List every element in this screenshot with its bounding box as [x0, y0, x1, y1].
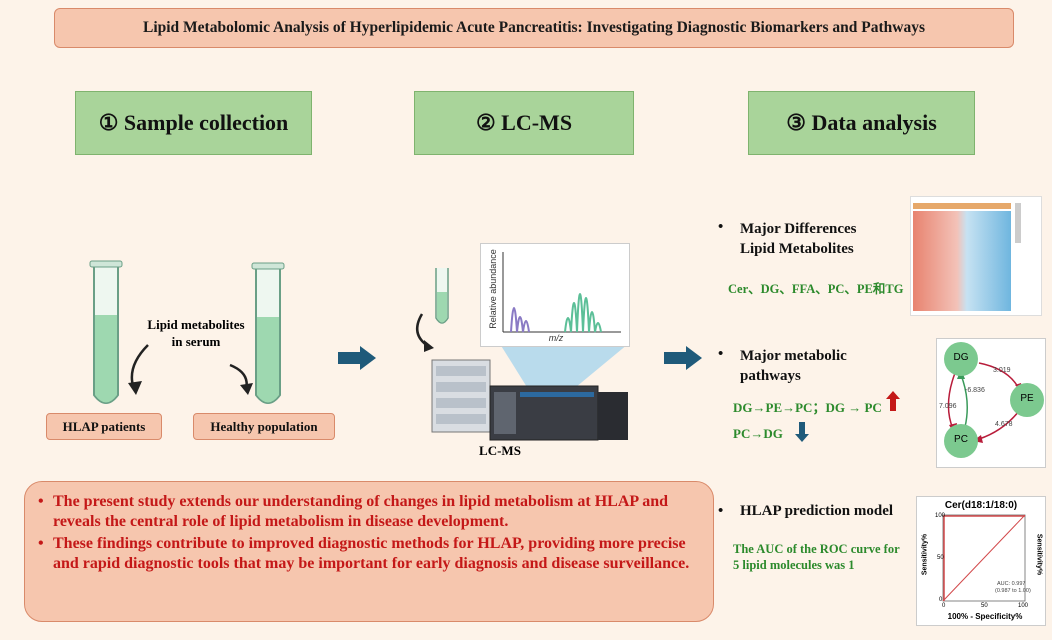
roc-title: Cer(d18:1/18:0) [944, 500, 1018, 511]
up-arrow-icon [886, 391, 900, 411]
network-node [944, 424, 978, 458]
down-arrow-icon [795, 422, 809, 442]
roc-panel: Cer(d18:1/18:0) Sensitivity% Sensitivity… [916, 496, 1046, 626]
auc-text-line2: 5 lipid molecules was 1 [733, 558, 855, 572]
pathways-title-line2: pathways [740, 368, 801, 384]
test-tube-icon [89, 260, 123, 404]
roc-ytick: 50 [937, 555, 944, 561]
conclusion-item: The present study extends our understand… [38, 492, 703, 532]
auc-text-line1: The AUC of the ROC curve for [733, 542, 900, 556]
sample-label-line1: Lipid metabolites [147, 317, 245, 332]
differences-title-line1: Major Differences [740, 221, 857, 237]
lcms-graphic [415, 268, 628, 441]
network-node [1010, 383, 1044, 417]
differences-title-line2: Lipid Metabolites [740, 241, 854, 257]
mass-spectrum-panel: Relative abundance m/z [480, 243, 630, 347]
pathway-up: DG→PE→PC；DG → PC [733, 400, 882, 415]
edge-label: -6.836 [965, 387, 985, 394]
roc-xtick: 100 [1018, 603, 1029, 609]
roc-auc: AUC: 0.997 [997, 581, 1026, 587]
hlap-patients-label: HLAP patients [46, 413, 162, 440]
step-data-analysis: ③ Data analysis [748, 91, 975, 155]
roc-chart [942, 514, 1026, 602]
conclusion-box: The present study extends our understand… [24, 481, 714, 622]
auc-text: The AUC of the ROC curve for 5 lipid mol… [733, 541, 900, 573]
mass-spectrum-chart [502, 252, 621, 333]
pathway-network-panel: DG PE PC 3.019 -6.836 7.096 4.678 [936, 338, 1046, 468]
network-node [944, 342, 978, 376]
lcms-label: LC-MS [479, 443, 521, 458]
roc-xlabel: 100% - Specificity% [947, 612, 1023, 621]
roc-xtick: 50 [981, 603, 988, 609]
heatmap-panel [910, 196, 1042, 316]
edge-label: 7.096 [939, 403, 957, 410]
sample-tubes-graphic [89, 260, 285, 404]
lc-ms-instrument-icon [431, 359, 628, 441]
edge-label: 4.678 [995, 421, 1013, 428]
roc-ytick: 100 [935, 513, 946, 519]
step-sample-collection: ① Sample collection [75, 91, 312, 155]
step-lc-ms: ② LC-MS [414, 91, 634, 155]
pathways-title: Major metabolic pathways [740, 346, 847, 386]
roc-ytick: 0 [939, 597, 943, 603]
healthy-population-label: Healthy population [193, 413, 335, 440]
sample-label: Lipid metabolites in serum [126, 316, 266, 350]
arrow-right-icon [338, 346, 376, 370]
conclusion-item: These findings contribute to improved di… [38, 534, 703, 574]
roc-xtick: 0 [942, 603, 946, 609]
bullet-dot: • [718, 219, 724, 235]
page-title: Lipid Metabolomic Analysis of Hyperlipid… [54, 8, 1014, 48]
heatmap-chart [913, 203, 1021, 311]
bullet-dot: • [718, 503, 724, 519]
node-pc: PC [954, 434, 968, 445]
sample-label-line2: in serum [171, 334, 221, 349]
differences-title: Major Differences Lipid Metabolites [740, 219, 856, 259]
node-dg: DG [953, 352, 969, 363]
test-tube-icon [251, 262, 285, 404]
spectrum-xlabel: m/z [548, 333, 564, 343]
curved-arrow-icon [415, 313, 429, 348]
test-tube-icon [435, 268, 449, 324]
arrow-right-icon [664, 346, 702, 370]
roc-ci: (0.987 to 1.00) [995, 588, 1031, 594]
bullet-dot: • [718, 346, 724, 362]
conclusion-list: The present study extends our understand… [35, 492, 703, 574]
node-pe: PE [1020, 393, 1034, 404]
spectrum-ylabel: Relative abundance [488, 249, 498, 329]
differences-list: Cer、DG、FFA、PC、PE和TG [728, 282, 904, 296]
pathway-down: PC→DG [733, 426, 783, 441]
pathways-title-line1: Major metabolic [740, 348, 847, 364]
prediction-title: HLAP prediction model [740, 503, 894, 519]
pathway-network-chart [944, 342, 1044, 458]
roc-ylabel-right: Sensitivity% [1035, 533, 1043, 576]
roc-ylabel: Sensitivity% [921, 533, 929, 576]
edge-label: 3.019 [993, 367, 1011, 374]
